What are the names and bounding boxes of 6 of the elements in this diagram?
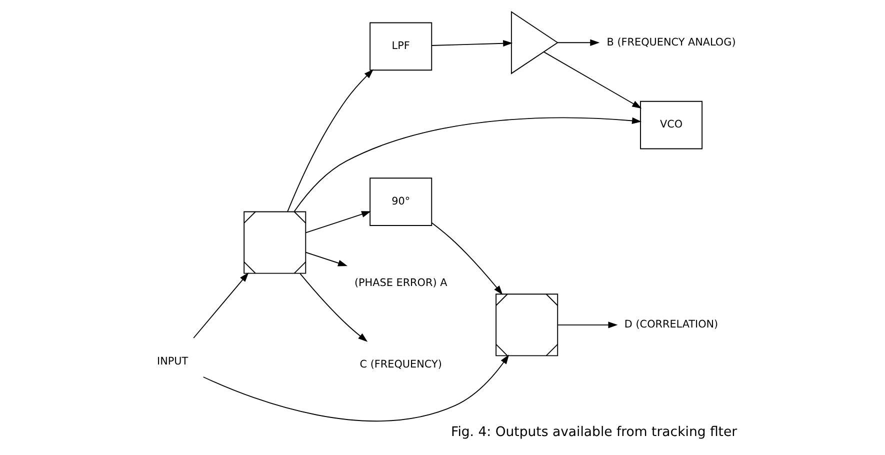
node-text: C (FREQUENCY) xyxy=(359,358,442,370)
node-text: INPUT xyxy=(156,356,188,368)
node-text: D (CORRELATION) xyxy=(624,318,718,331)
caption: Fig. 4: Outputs available from tracking flter xyxy=(450,424,737,440)
node-text: B (FREQUENCY ANALOG) xyxy=(606,36,736,48)
node-text: (PHASE ERROR) A xyxy=(354,276,447,289)
